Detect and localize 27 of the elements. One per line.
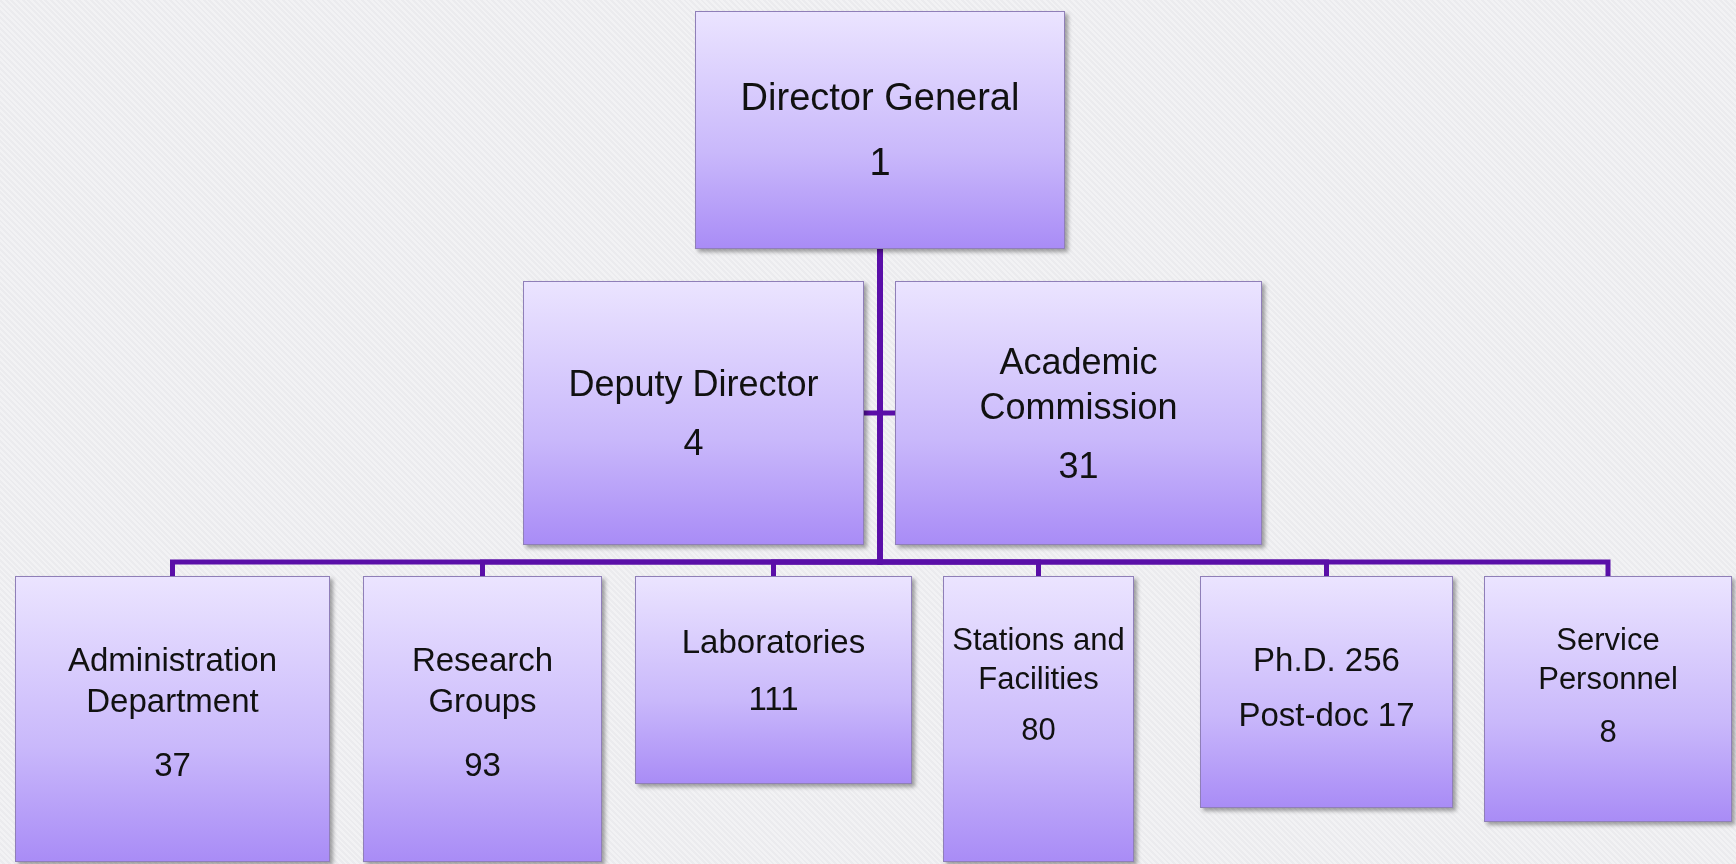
unit-name: Service Personnel <box>1537 621 1679 698</box>
staff-count: Post-doc 17 <box>1238 695 1415 736</box>
org-unit-box <box>363 576 602 862</box>
unit-name: Academic Commission <box>978 339 1179 429</box>
org-unit-box <box>695 11 1065 249</box>
org-unit-box <box>943 576 1134 862</box>
unit-name: Laboratories <box>681 622 866 662</box>
org-unit-box <box>15 576 330 862</box>
staff-count: 8 <box>1599 712 1617 751</box>
unit-name: Research Groups <box>410 640 555 722</box>
unit-name: Deputy Director <box>568 362 819 406</box>
staff-count: 31 <box>1058 443 1099 488</box>
unit-name: Ph.D. 256 <box>1253 640 1400 680</box>
unit-name: Stations and Facilities <box>952 621 1125 698</box>
staff-count: 93 <box>464 744 501 785</box>
org-unit-box <box>523 281 864 545</box>
unit-name: Administration Department <box>66 640 279 722</box>
org-unit-box <box>635 576 912 784</box>
staff-count: 4 <box>683 421 704 465</box>
org-unit-box <box>895 281 1262 545</box>
org-unit-box <box>1484 576 1732 822</box>
staff-count: 37 <box>154 744 191 785</box>
staff-count: 1 <box>869 140 891 185</box>
unit-name: Director General <box>740 74 1020 120</box>
staff-count: 111 <box>748 679 799 720</box>
staff-count: 80 <box>1021 710 1056 749</box>
org-unit-box <box>1200 576 1453 808</box>
